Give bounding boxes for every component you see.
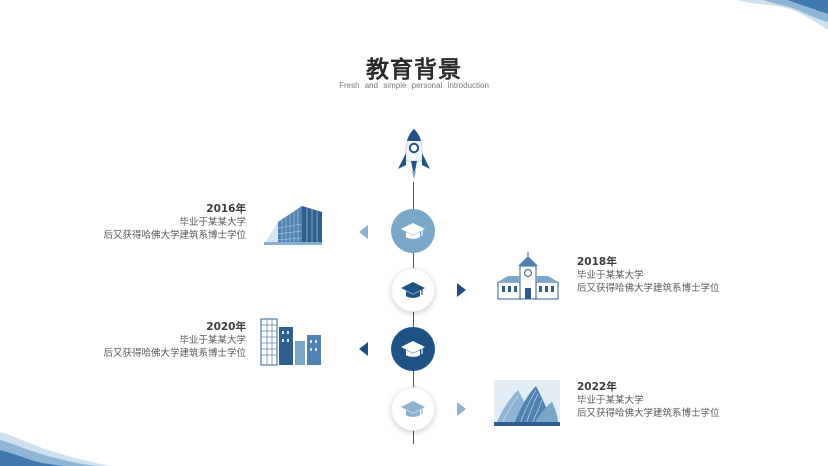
pointer-arrow-right — [457, 402, 466, 416]
pointer-arrow-left — [359, 225, 368, 239]
page-subtitle: Fresh and simple personal introduction — [339, 81, 489, 90]
timeline-node-2016 — [391, 209, 435, 253]
entry-year: 2016年 — [206, 203, 246, 215]
rocket-icon — [398, 128, 430, 179]
timeline-line — [413, 182, 414, 444]
entry-degree: 后又获得哈佛大学建筑系博士学位 — [577, 283, 720, 294]
education-entry-2020: 2020年 毕业于某某大学 后又获得哈佛大学建筑系博士学位 — [76, 320, 246, 360]
education-entry-2022: 2022年 毕业于某某大学 后又获得哈佛大学建筑系博士学位 — [577, 380, 767, 420]
entry-school: 毕业于某某大学 — [577, 270, 644, 281]
entry-year: 2018年 — [577, 256, 617, 268]
watercolor-wave-top-right — [738, 0, 828, 30]
entry-school: 毕业于某某大学 — [577, 395, 644, 406]
page-title: 教育背景 — [366, 57, 462, 83]
graduation-cap-icon — [401, 223, 425, 239]
watercolor-wave-bottom-left — [0, 432, 110, 466]
building-image-clocktower — [497, 252, 559, 300]
pointer-arrow-right — [457, 283, 466, 297]
entry-year: 2020年 — [206, 321, 246, 333]
timeline-node-2020 — [391, 327, 435, 371]
entry-school: 毕业于某某大学 — [179, 217, 246, 228]
education-entry-2016: 2016年 毕业于某某大学 后又获得哈佛大学建筑系博士学位 — [76, 202, 246, 242]
education-entry-2018: 2018年 毕业于某某大学 后又获得哈佛大学建筑系博士学位 — [577, 255, 767, 295]
entry-year: 2022年 — [577, 381, 617, 393]
building-image-skyscrapers — [260, 318, 321, 366]
entry-degree: 后又获得哈佛大学建筑系博士学位 — [103, 348, 246, 359]
entry-school: 毕业于某某大学 — [179, 335, 246, 346]
graduation-cap-icon — [401, 282, 425, 298]
entry-degree: 后又获得哈佛大学建筑系博士学位 — [103, 230, 246, 241]
timeline-node-2018 — [391, 268, 435, 312]
timeline-node-2022 — [391, 387, 435, 431]
graduation-cap-icon — [401, 341, 425, 357]
graduation-cap-icon — [401, 401, 425, 417]
building-image-glass — [264, 206, 322, 245]
entry-degree: 后又获得哈佛大学建筑系博士学位 — [577, 408, 720, 419]
building-image-futuristic — [494, 380, 560, 426]
pointer-arrow-left — [359, 342, 368, 356]
